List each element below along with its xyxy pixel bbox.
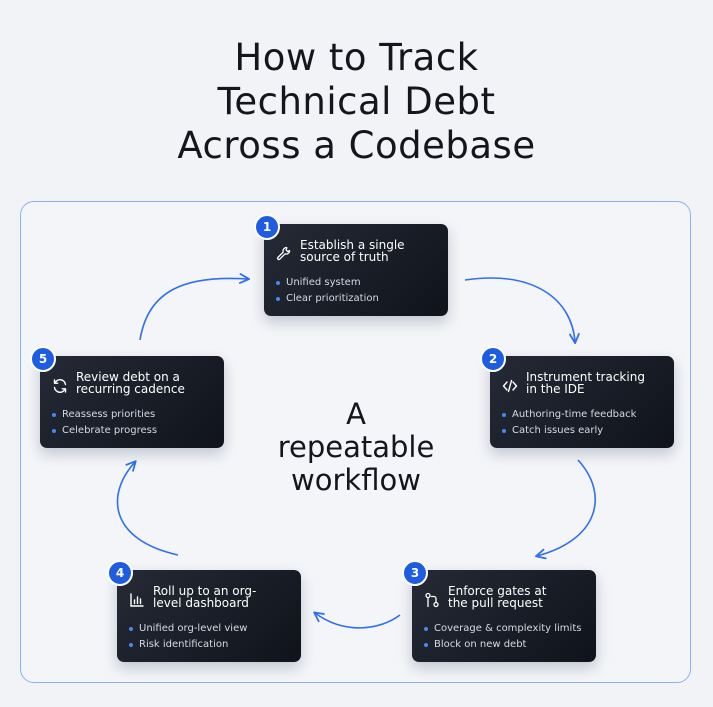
page-title: How to Track Technical Debt Across a Cod… [0,36,713,168]
step-card-2: 2 Instrument tracking in the IDE Authori… [480,346,674,448]
bullet-item: Reassess priorities [52,407,220,423]
step-title: Roll up to an org- level dashboard [153,584,257,610]
step-number-badge: 1 [254,214,280,240]
step-card-4: 4 Roll up to an org- level dashboard Uni… [107,560,301,662]
step-number-badge: 3 [402,560,428,586]
bullet-item: Clear prioritization [276,291,444,307]
bullet-item: Unified org-level view [129,621,297,637]
step-card-5: 5 Review debt on a recurring cadence Rea… [30,346,224,448]
center-line-2: repeatable [277,430,435,464]
refresh-icon [53,379,67,393]
center-line-1: A [346,397,366,431]
git-pull-request-icon [425,592,439,608]
bullet-item: Coverage & complexity limits [424,621,592,637]
bullet-item: Celebrate progress [52,423,220,439]
wrench-icon [276,246,291,261]
bullet-item: Block on new debt [424,637,592,653]
step-number-badge: 2 [480,346,506,372]
step-title: Establish a single source of truth [300,238,405,264]
center-line-3: workflow [291,463,421,497]
code-icon [502,379,518,393]
step-bullets: Coverage & complexity limits Block on ne… [424,621,592,653]
step-bullets: Reassess priorities Celebrate progress [52,407,220,439]
step-bullets: Authoring-time feedback Catch issues ear… [502,407,670,439]
bullet-item: Authoring-time feedback [502,407,670,423]
bullet-item: Catch issues early [502,423,670,439]
step-bullets: Unified system Clear prioritization [276,275,444,307]
step-number-badge: 4 [107,560,133,586]
title-line-3: Across a Codebase [177,124,536,167]
step-title: Review debt on a recurring cadence [76,370,185,396]
step-bullets: Unified org-level view Risk identificati… [129,621,297,653]
step-title: Instrument tracking in the IDE [526,370,645,396]
step-number-badge: 5 [30,346,56,372]
title-line-2: Technical Debt [217,80,496,123]
bullet-item: Risk identification [129,637,297,653]
bar-chart-icon [130,593,144,607]
center-label: A repeatable workflow [256,398,456,497]
step-title: Enforce gates at the pull request [448,584,547,610]
step-card-1: 1 Establish a single source of truth Uni… [254,214,448,316]
bullet-item: Unified system [276,275,444,291]
title-line-1: How to Track [234,36,479,79]
step-card-3: 3 Enforce gates at the pull request Cove… [402,560,596,662]
